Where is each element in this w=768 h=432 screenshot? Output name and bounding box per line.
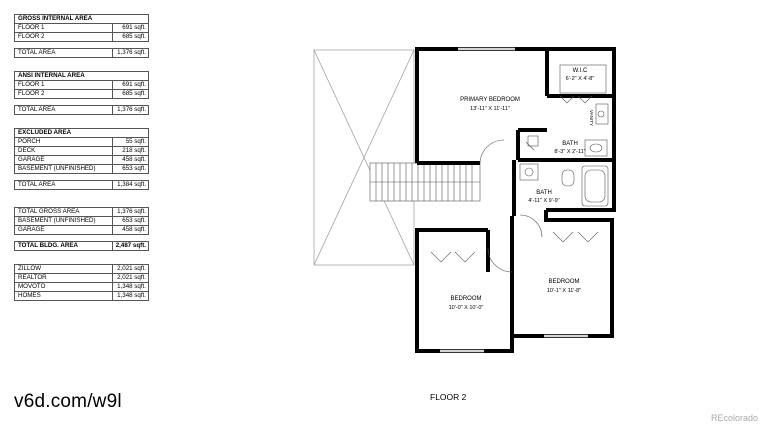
room-name-wic: W.I.C: [573, 68, 588, 74]
windows: [440, 47, 588, 353]
room-name-bath-1: BATH: [562, 141, 578, 147]
walls: [415, 47, 616, 353]
room-name-bedroom-1: BEDROOM: [548, 279, 579, 285]
room-dims-bath-1: 8'-3" X 2'-11": [554, 149, 585, 155]
room-name-bedroom-2: BEDROOM: [450, 296, 481, 302]
room-dims-primary-bedroom: 13'-11" X 11'-11": [470, 106, 510, 112]
room-dims-bedroom-2: 10'-0" X 10'-0": [449, 305, 484, 311]
listing-url: v6d.com/w9l: [14, 391, 122, 412]
vanity-label: VANITY: [589, 110, 594, 126]
floor-label: FLOOR 2: [430, 392, 467, 402]
room-dims-bedroom-1: 10'-1" X 11'-8": [547, 288, 581, 294]
staircase: [369, 162, 481, 202]
room-dims-bath-2: 4'-11" X 9'-9": [528, 198, 559, 204]
room-name-bath-2: BATH: [536, 190, 552, 196]
room-name-primary-bedroom: PRIMARY BEDROOM: [460, 97, 520, 103]
watermark: REcolorado: [710, 413, 758, 423]
window-frames: [440, 47, 588, 353]
room-dims-wic: 6'-2" X 4'-8": [566, 76, 595, 82]
open-to-below-area: [313, 49, 415, 266]
bath-fixtures: [519, 64, 609, 207]
